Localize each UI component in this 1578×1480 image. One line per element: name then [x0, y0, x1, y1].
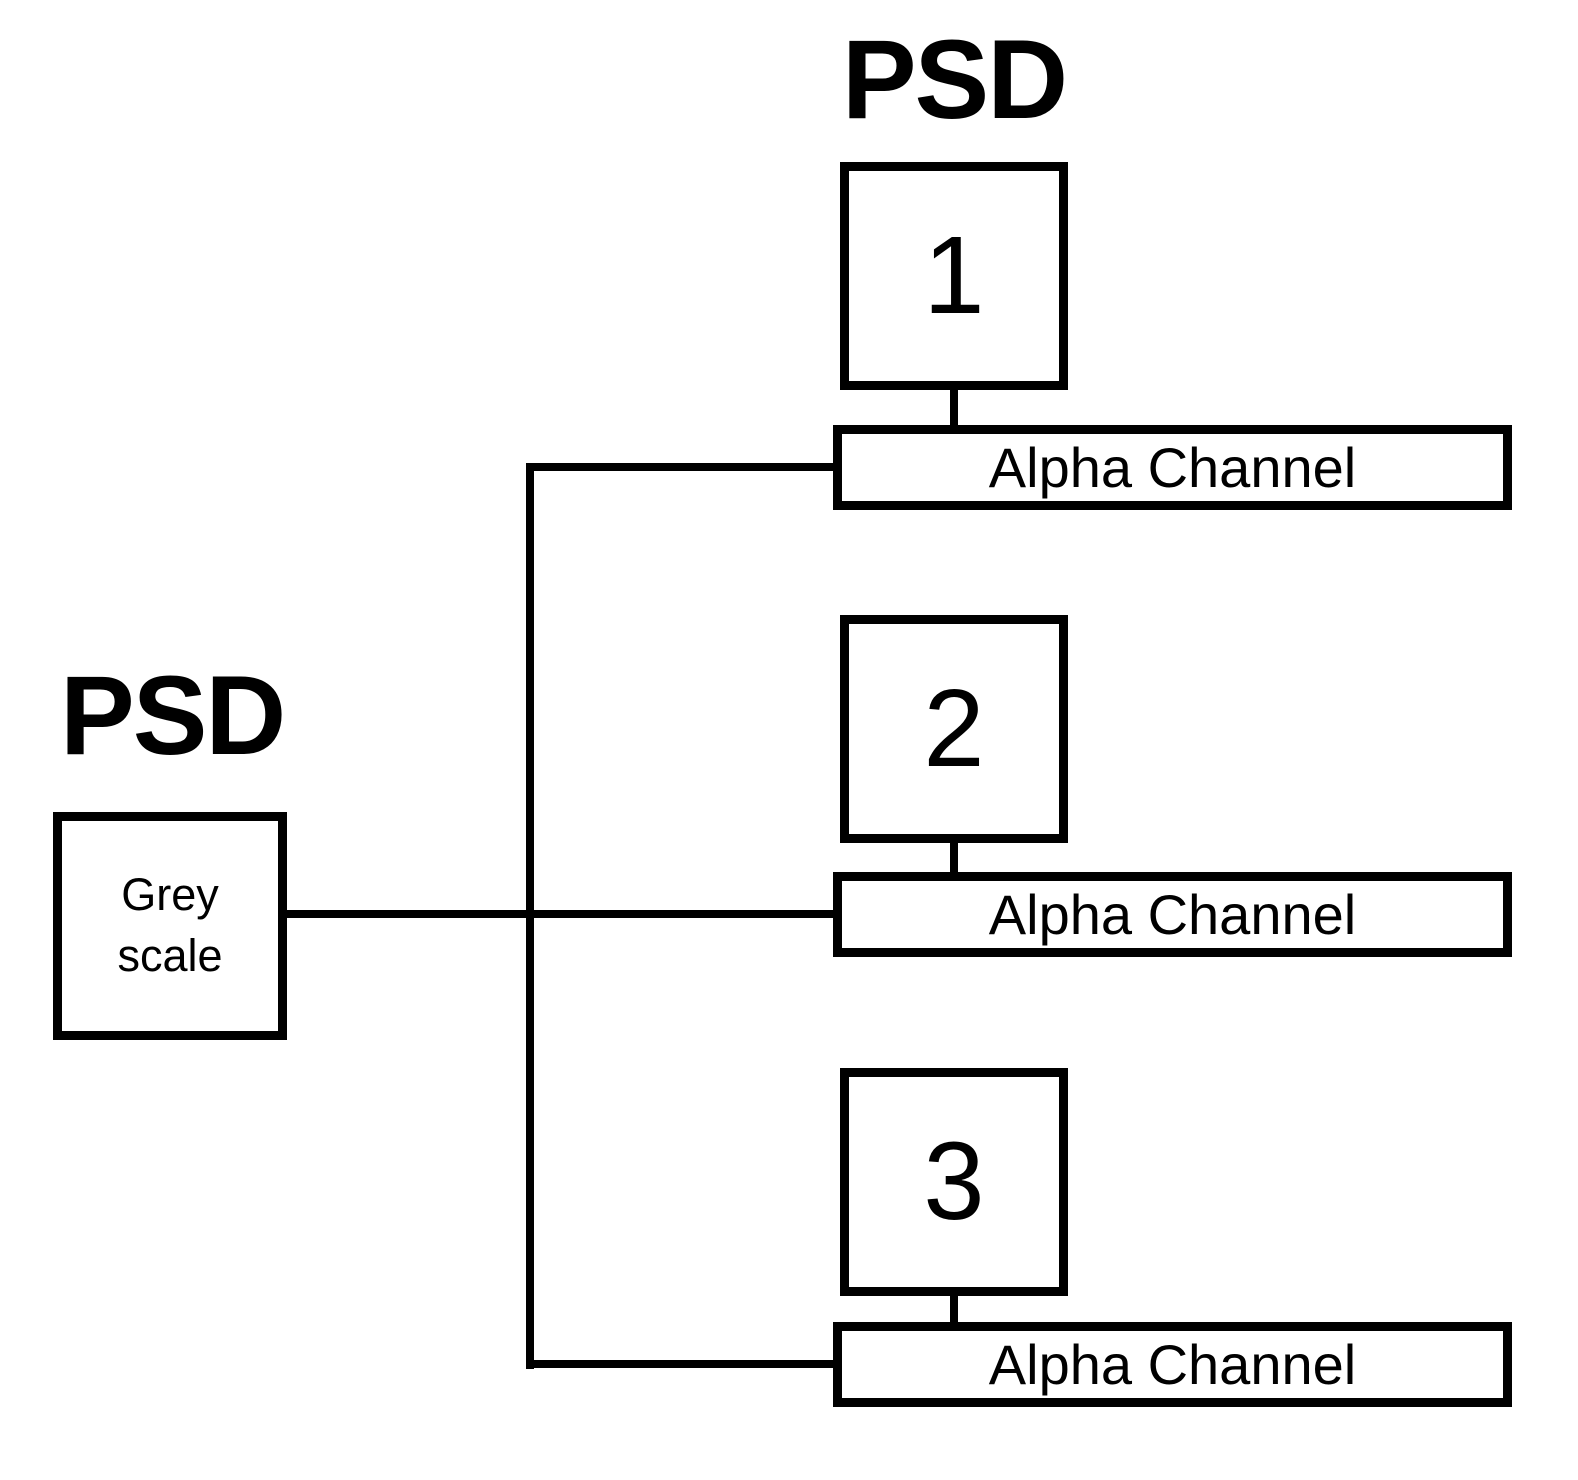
greyscale-label: Grey scale	[117, 865, 222, 987]
greyscale-label-line2: scale	[117, 930, 223, 981]
channel-1-alpha-bar: Alpha Channel	[833, 425, 1512, 510]
channel-3-box: 3	[840, 1068, 1068, 1296]
psd-source-group-title: PSD	[60, 653, 286, 778]
connector-trunk-to-bar3	[526, 1360, 833, 1368]
greyscale-box: Grey scale	[53, 812, 287, 1040]
psd-output-group-title: PSD	[841, 17, 1068, 142]
channel-3-alpha-label: Alpha Channel	[988, 1332, 1357, 1396]
channel-2-box: 2	[840, 615, 1068, 843]
channel-1-alpha-label: Alpha Channel	[988, 435, 1357, 499]
channel-1-number: 1	[923, 214, 985, 337]
greyscale-label-line1: Grey	[121, 869, 219, 921]
channel-2-number: 2	[923, 667, 985, 790]
channel-2-alpha-label: Alpha Channel	[988, 882, 1357, 946]
connector-trunk-to-bar1	[526, 463, 833, 471]
channel-2-alpha-bar: Alpha Channel	[833, 872, 1512, 957]
connector-box2-to-bar2	[950, 843, 958, 872]
connector-box3-to-bar3	[950, 1296, 958, 1322]
connector-greyscale-to-bar2	[287, 910, 833, 918]
channel-3-number: 3	[923, 1120, 985, 1243]
connector-box1-to-bar1	[950, 390, 958, 425]
channel-1-box: 1	[840, 162, 1068, 390]
channel-3-alpha-bar: Alpha Channel	[833, 1322, 1512, 1407]
